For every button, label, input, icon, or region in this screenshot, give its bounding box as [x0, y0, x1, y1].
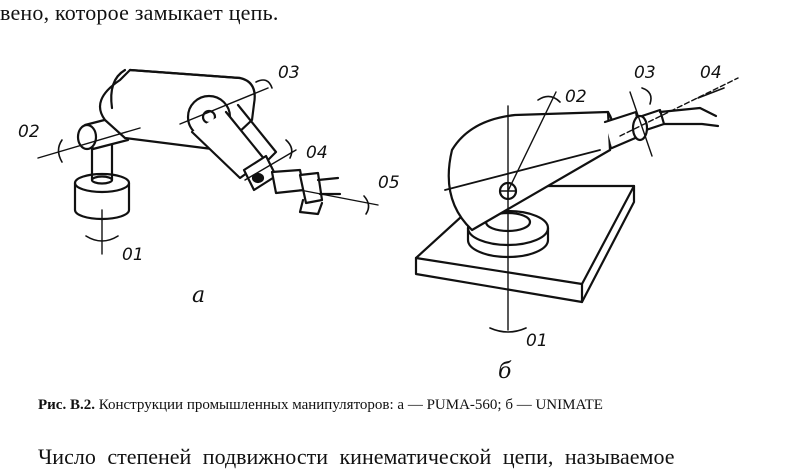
figure-a-sublabel: а: [192, 283, 205, 308]
text-line-bottom: Число степеней подвижности кинематическо…: [38, 444, 675, 469]
caption-label: Рис. В.2.: [38, 397, 95, 413]
figure-a-axis-04-label: 04: [306, 143, 328, 163]
figure-a-axis-05-label: 05: [378, 173, 400, 193]
figure-caption: Рис. В.2. Конструкции промышленных манип…: [38, 397, 603, 414]
figure-a-puma-drawing: [37, 68, 379, 255]
figure-b-axis-03-label: 03: [634, 63, 656, 83]
figure-a-axis-03-label: 03: [278, 63, 300, 83]
figure-b-axis-02-label: 02: [565, 87, 587, 107]
figure-a-axis-01-label: 01: [122, 245, 144, 265]
figure-a-axis-02-label: 02: [18, 122, 40, 142]
figure-b-unimate-drawing: [414, 77, 739, 333]
figure-b-sublabel: б: [498, 359, 512, 384]
caption-text: Конструкции промышленных манипуляторов: …: [94, 397, 603, 413]
figure-b-axis-01-label: 01: [526, 331, 548, 351]
figure-b-axis-04-label: 04: [700, 63, 722, 83]
text-line-top: вено, которое замыкает цепь.: [0, 0, 279, 25]
